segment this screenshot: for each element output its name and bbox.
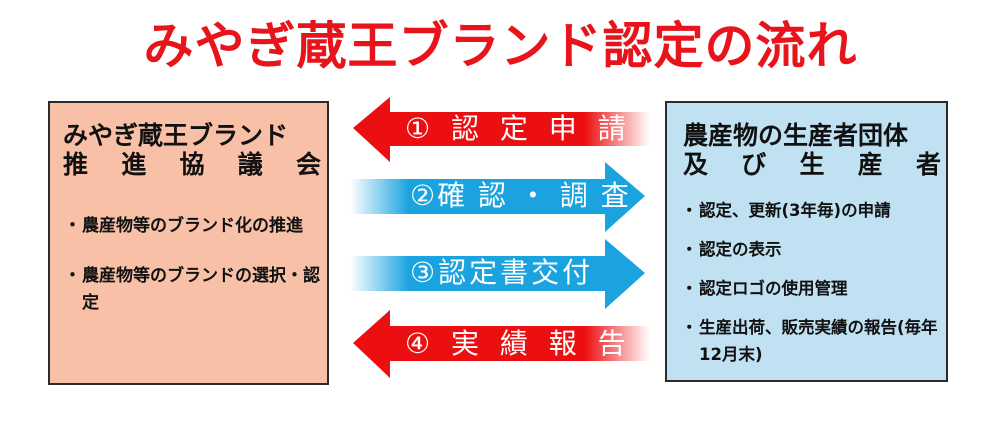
title-char: 生 (799, 150, 825, 179)
arrow-certification-application: ① 認 定 申 請 (350, 95, 650, 165)
arrow-confirmation-investigation: ②確 認 ・ 調 査 (350, 160, 648, 234)
arrow-performance-report: ④ 実 績 報 告 (350, 308, 650, 380)
title-char: 協 (179, 150, 205, 179)
title-line-1: 農産物の生産者団体 (683, 121, 909, 150)
list-item-text: 農産物等のブランドの選択・認定 (82, 266, 320, 313)
bullet: ・ (681, 201, 698, 220)
left-arrow-icon (353, 97, 650, 162)
list-item: ・ 生産出荷、販売実績の報告(毎年12月末) (681, 314, 946, 368)
producers-box: 農産物の生産者団体 及 び 生 産 者 ・ 認定、更新(3年毎)の申請 ・ 認定… (665, 101, 948, 382)
title-char: 会 (295, 150, 321, 179)
arrow-label: ④ 実 績 報 告 (405, 327, 632, 360)
list-item: ・ 認定、更新(3年毎)の申請 (681, 197, 946, 224)
promotion-council-title: みやぎ蔵王ブランド 推 進 協 議 会 (63, 121, 321, 179)
list-item: ・ 認定の表示 (681, 236, 946, 263)
bullet: ・ (681, 318, 698, 337)
list-item: ・ 農産物等のブランドの選択・認定 (64, 263, 326, 317)
list-item-text: 農産物等のブランド化の推進 (82, 216, 303, 236)
producer-role-list: ・ 認定、更新(3年毎)の申請 ・ 認定の表示 ・ 認定ロゴの使用管理 ・ 生産… (681, 197, 946, 380)
producers-title: 農産物の生産者団体 及 び 生 産 者 (683, 121, 941, 179)
title-char: 進 (121, 150, 147, 179)
bullet: ・ (64, 266, 81, 286)
list-item-text: 生産出荷、販売実績の報告(毎年12月末) (699, 318, 938, 364)
left-arrow-icon (353, 310, 650, 378)
arrow-label: ②確 認 ・ 調 査 (410, 179, 631, 212)
promotion-council-box: みやぎ蔵王ブランド 推 進 協 議 会 ・ 農産物等のブランド化の推進 ・ 農産… (48, 101, 329, 385)
title-char: び (741, 150, 767, 179)
arrow-label: ① 認 定 申 請 (405, 112, 632, 145)
list-item-text: 認定ロゴの使用管理 (699, 279, 848, 298)
list-item-text: 認定の表示 (699, 240, 782, 259)
list-item-text: 認定、更新(3年毎)の申請 (699, 201, 891, 220)
bullet: ・ (681, 279, 698, 298)
title-char: 議 (237, 150, 263, 179)
title-line-2: 推 進 協 議 会 (63, 150, 321, 179)
page-title: みやぎ蔵王ブランド認定の流れ (143, 17, 858, 75)
list-item: ・ 認定ロゴの使用管理 (681, 275, 946, 302)
arrow-label: ③認定書交付 (410, 256, 594, 289)
title-char: 推 (63, 150, 89, 179)
title-line-2: 及 び 生 産 者 (683, 150, 941, 179)
council-role-list: ・ 農産物等のブランド化の推進 ・ 農産物等のブランドの選択・認定 (64, 213, 326, 340)
title-line-1: みやぎ蔵王ブランド (63, 121, 289, 150)
title-char: 産 (857, 150, 883, 179)
bullet: ・ (64, 216, 81, 236)
list-item: ・ 農産物等のブランド化の推進 (64, 213, 326, 240)
right-arrow-icon (350, 239, 645, 309)
title-char: 者 (915, 150, 941, 179)
bullet: ・ (681, 240, 698, 259)
title-char: 及 (683, 150, 709, 179)
arrow-certificate-issuance: ③認定書交付 (350, 237, 648, 311)
right-arrow-icon (350, 162, 645, 232)
